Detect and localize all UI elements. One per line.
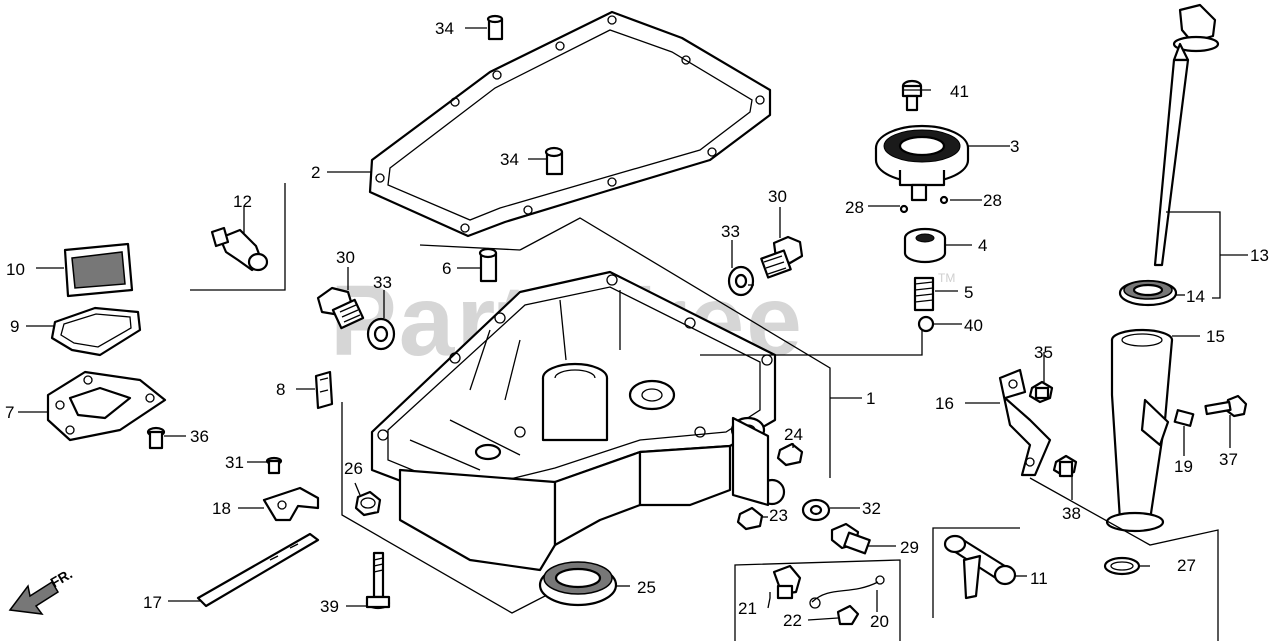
lead-wire-20 (809, 575, 885, 609)
oil-pan-1 (370, 270, 786, 572)
callout-25: 25 (637, 578, 656, 597)
screw-22 (836, 604, 860, 626)
clip-8 (314, 370, 334, 410)
callout-5: 5 (964, 283, 973, 302)
drain-plug-30-right (760, 235, 804, 279)
front-direction-indicator: FR. (8, 565, 75, 615)
dipstick-13 (1153, 3, 1220, 267)
filter-screen-10 (63, 242, 134, 298)
callout-3: 3 (1010, 137, 1019, 156)
spring-5 (913, 276, 935, 312)
callout-30-right: 30 (768, 187, 787, 206)
callout-1: 1 (866, 389, 875, 408)
callout-40: 40 (964, 316, 983, 335)
callout-28-right: 28 (983, 191, 1002, 210)
callout-37: 37 (1219, 450, 1238, 469)
dowel-pin-6 (478, 247, 498, 283)
callout-11: 11 (1030, 569, 1048, 588)
bolt-36 (146, 426, 166, 450)
callout-34-top: 34 (435, 19, 454, 38)
callout-32: 32 (862, 499, 881, 518)
callout-7: 7 (5, 403, 14, 422)
governor-gear-3 (874, 124, 970, 202)
callout-14: 14 (1186, 287, 1205, 306)
fitting-12 (210, 226, 269, 272)
bolt-41 (901, 79, 923, 112)
gasket-2 (368, 10, 772, 238)
front-arrow-icon (8, 580, 60, 615)
shaft-17 (196, 532, 320, 608)
holder-4 (903, 227, 947, 264)
callout-39: 39 (320, 597, 339, 616)
o-ring-27 (1103, 556, 1141, 576)
bolt-38 (1052, 454, 1078, 478)
callout-33-right: 33 (721, 222, 740, 241)
callout-36: 36 (190, 427, 209, 446)
callout-2: 2 (311, 163, 320, 182)
dowel-pin-34-top (486, 14, 504, 41)
plug-19 (1173, 409, 1195, 427)
bracket-16 (998, 368, 1052, 477)
callout-labels: 1 2 3 4 5 6 7 8 9 10 11 12 13 14 15 16 1… (5, 19, 1269, 631)
callout-24: 24 (784, 425, 803, 444)
bolt-31 (265, 456, 283, 475)
callout-20: 20 (870, 612, 889, 631)
gasket-9 (50, 306, 142, 357)
plug-24 (776, 442, 804, 467)
bolt-39 (365, 551, 391, 610)
callout-38: 38 (1062, 504, 1081, 523)
callout-18: 18 (212, 499, 231, 518)
callout-33-left: 33 (373, 273, 392, 292)
cover-7 (46, 370, 167, 442)
bracket-18 (262, 486, 320, 522)
washer-33-right (727, 265, 755, 297)
dowel-pin-34-mid (544, 146, 564, 176)
callout-17: 17 (143, 593, 162, 612)
bolt-37 (1204, 394, 1248, 418)
callout-30-left: 30 (336, 248, 355, 267)
callout-22: 22 (783, 611, 802, 630)
callout-19: 19 (1174, 457, 1193, 476)
tee-fitting-11 (943, 534, 1017, 600)
washer-33-left (366, 317, 396, 351)
callout-35: 35 (1034, 343, 1053, 362)
callout-13: 13 (1250, 246, 1269, 265)
callout-34-mid: 34 (500, 150, 519, 169)
watermark-trademark: TM (938, 271, 955, 285)
callout-12: 12 (233, 192, 252, 211)
callout-9: 9 (10, 317, 19, 336)
callout-31: 31 (225, 453, 244, 472)
bolt-35 (1028, 380, 1054, 404)
washer-32 (801, 498, 831, 522)
bolt-29 (830, 522, 871, 555)
washer-28-left (899, 204, 909, 214)
filler-tube-15 (1105, 328, 1174, 533)
callout-15: 15 (1206, 327, 1225, 346)
plug-23 (736, 506, 764, 531)
callout-6: 6 (442, 259, 451, 278)
callout-10: 10 (6, 260, 25, 279)
callout-16: 16 (935, 394, 954, 413)
switch-21 (772, 564, 802, 600)
washer-28-right (939, 195, 949, 205)
plug-26 (354, 490, 382, 517)
callout-8: 8 (276, 380, 285, 399)
ball-40 (917, 315, 935, 333)
callout-29: 29 (900, 538, 919, 557)
leader-lines (18, 27, 1248, 621)
callout-28-left: 28 (845, 198, 864, 217)
seal-14 (1118, 279, 1178, 307)
callout-21: 21 (738, 599, 757, 618)
callout-41: 41 (950, 82, 969, 101)
callout-23: 23 (769, 506, 788, 525)
callout-27: 27 (1177, 556, 1196, 575)
group-frames (190, 183, 1219, 641)
oil-seal-25 (538, 561, 618, 607)
callout-26: 26 (344, 459, 363, 478)
callout-4: 4 (978, 236, 987, 255)
drain-plug-30-left (316, 286, 365, 330)
